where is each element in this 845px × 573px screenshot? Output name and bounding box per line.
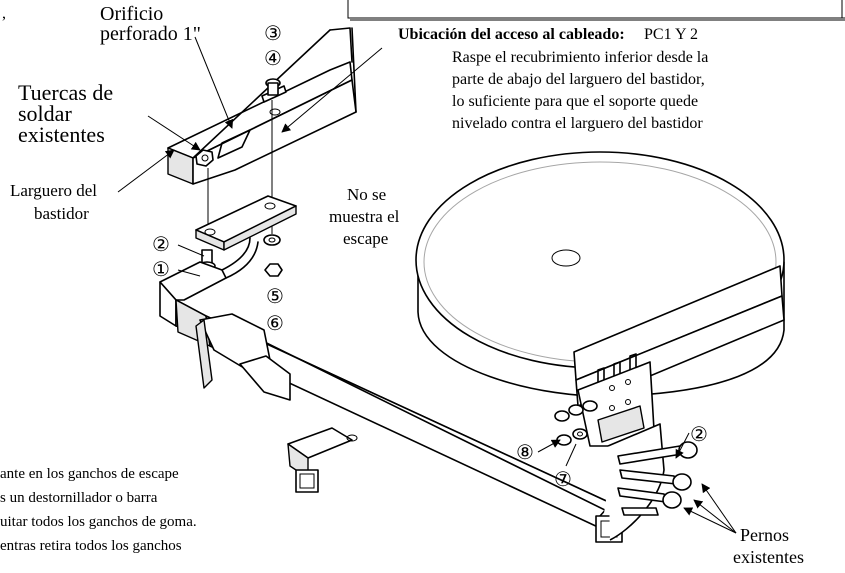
exhaust-label-1: No se xyxy=(347,185,386,204)
wiring-instruction-4: nivelado contra el larguero del bastidor xyxy=(452,115,703,132)
note-line-2: s un destornillador o barra xyxy=(0,490,158,506)
callout-2-right: ② xyxy=(690,422,708,446)
note-line-3: uitar todos los ganchos de goma. xyxy=(0,514,197,530)
drilled-hole-label-2: perforado 1" xyxy=(100,23,201,45)
frame-rail-label-1: Larguero del xyxy=(10,181,97,200)
exhaust-label-3: escape xyxy=(343,229,388,248)
drilled-hole-marker xyxy=(269,108,281,116)
callout-6: ⑥ xyxy=(266,311,284,335)
weld-nuts-label-1: Tuercas de xyxy=(18,80,113,105)
hitch-drop-bracket xyxy=(195,313,291,401)
existing-bolts-label-2: existentes xyxy=(733,547,804,567)
weld-nuts-label-2: soldar xyxy=(18,101,72,126)
receiver-tube xyxy=(287,427,358,493)
wiring-instruction-3: lo suficiente para que el soporte quede xyxy=(452,93,698,110)
callout-7: ⑦ xyxy=(554,467,572,491)
callout-3: ③ xyxy=(264,21,282,45)
wiring-heading: Ubicación del acceso al cableado: xyxy=(398,26,625,43)
exhaust-label-2: muestra el xyxy=(329,207,400,226)
right-fasteners xyxy=(554,400,598,446)
frame-rail-label-2: bastidor xyxy=(34,204,89,223)
note-line-1: ante en los ganchos de escape xyxy=(0,466,179,482)
callout-2-left: ② xyxy=(152,232,170,256)
callout-4: ④ xyxy=(264,46,282,70)
info-box-border xyxy=(347,0,845,21)
wiring-instruction-2: parte de abajo del larguero del bastidor… xyxy=(452,71,705,88)
frame-rail xyxy=(167,27,357,185)
drilled-hole-label-1: Orificio xyxy=(100,3,163,25)
note-line-4: entras retira todos los ganchos xyxy=(0,538,182,554)
hex-nut xyxy=(264,263,283,277)
weld-nut xyxy=(195,149,214,167)
hitch-left-bracket xyxy=(159,237,259,327)
comma-fragment: , xyxy=(2,5,6,22)
callout-8: ⑧ xyxy=(516,440,534,464)
callout-5: ⑤ xyxy=(266,284,284,308)
callout-1: ① xyxy=(152,257,170,281)
weld-nuts-label-3: existentes xyxy=(18,122,105,147)
leader-lines xyxy=(117,36,737,534)
existing-bolts-label-1: Pernos xyxy=(740,525,789,545)
existing-bolts xyxy=(617,441,698,516)
mounting-bracket xyxy=(195,195,297,251)
washer xyxy=(263,234,281,246)
carriage-bolt xyxy=(261,78,287,103)
wiring-value: PC1 Y 2 xyxy=(644,26,698,43)
wiring-instruction-1: Raspe el recubrimiento inferior desde la xyxy=(452,49,708,66)
